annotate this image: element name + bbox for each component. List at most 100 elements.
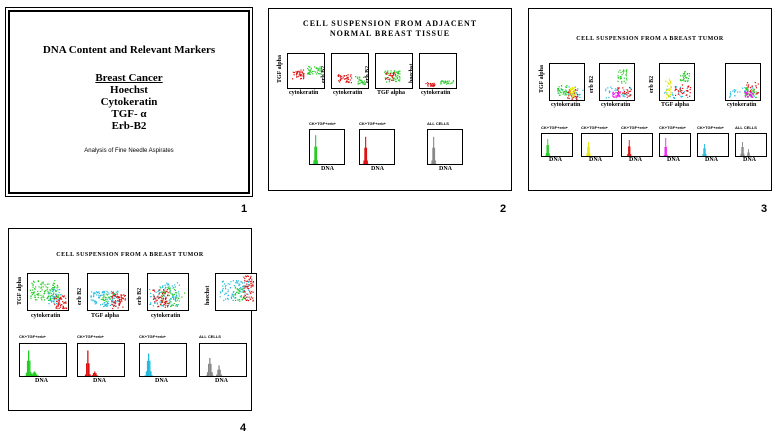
- slide-2-scatter-2-point: [363, 83, 365, 86]
- slide-2-scatter-3-point: [388, 81, 391, 83]
- slide-4-scatter-4-point: [235, 280, 238, 282]
- slide-3-scatter-2-point: [620, 76, 622, 78]
- slide-4-scatter-1-point: [50, 293, 53, 295]
- slide-3-scatter-3-point: [670, 80, 672, 82]
- slide-4-scatter-1-point: [53, 288, 55, 290]
- slide-3-scatter-2-point: [623, 94, 625, 96]
- slide-2-scatter-3-point: [386, 72, 388, 74]
- slide-4-scatter-2-point: [111, 304, 113, 306]
- slide-3-scatter-3-point: [689, 87, 692, 89]
- slide-2-scatter-3-point: [395, 78, 397, 80]
- slide-3-scatter-4-point: [744, 90, 746, 93]
- slide-4-scatter-4-point: [242, 282, 244, 284]
- slide-3-scatter-xlabel-3: TGF alpha: [661, 102, 689, 108]
- slide-4-scatter-1-point: [54, 286, 56, 288]
- slide-3-scatter-2-point: [612, 93, 614, 95]
- slide-3-scatter-1-point: [568, 91, 570, 93]
- slide-4-scatter-2-point: [104, 299, 106, 301]
- slide-2-scatter-1-point: [307, 73, 309, 75]
- slide-2-scatter-3-point: [385, 73, 387, 75]
- slide-4-scatter-4-point: [242, 286, 245, 288]
- slide-3-scatter-3-point: [674, 88, 677, 90]
- slide-4-scatter-4-point: [243, 276, 245, 278]
- slide-2-scatter-1-point: [309, 73, 311, 75]
- slide-4-scatter-1-point: [30, 297, 32, 299]
- slide-4-scatter-4-point: [224, 293, 226, 296]
- slide-3-scatter-1-point: [568, 92, 570, 94]
- slide-4-scatter-2-point: [120, 298, 122, 300]
- slide-2-scatter-3-point: [394, 70, 396, 72]
- slide-4-scatter-3-point: [152, 289, 154, 291]
- slide-2-scatter-2-point: [338, 80, 340, 82]
- slide-2-scatter-3-point: [397, 77, 399, 79]
- slide-2-scatter-4-point: [451, 82, 453, 84]
- slide-4-scatter-1-point: [32, 292, 34, 294]
- slide-4-scatter-4-point: [246, 299, 248, 302]
- slide-4-scatter-3-point: [167, 283, 170, 286]
- slide-4-scatter-3-point: [172, 296, 175, 298]
- slide-4-scatter-1-point: [31, 289, 34, 291]
- slide-4-scatter-2-point: [113, 305, 115, 307]
- slide-2-scatter-3-point: [388, 72, 390, 74]
- slide-4-scatter-2-point: [107, 302, 109, 304]
- slide-3-scatter-1-point: [571, 92, 573, 94]
- slide-2-scatter-4-point: [433, 85, 435, 87]
- slide-3-scatter-2-point: [621, 80, 623, 83]
- slide-2-scatter-1-point: [302, 75, 304, 77]
- slide-4-scatter-1-point: [47, 290, 49, 292]
- slide-2-scatter-3-point: [399, 70, 401, 72]
- slide-4-histogram-4-bar: [208, 363, 210, 376]
- slide-2-scatter-3-point: [384, 70, 387, 72]
- slide-4-scatter-4-point: [227, 289, 229, 291]
- slide-3-scatter-3-point: [680, 90, 682, 92]
- slide-4-scatter-2-point: [98, 294, 100, 296]
- slide-4-scatter-4-point: [250, 284, 252, 286]
- slide-3-scatter-4-point: [747, 85, 749, 88]
- slide-2-scatter-1-point: [307, 72, 309, 74]
- slide-3-scatter-3-point: [683, 75, 685, 77]
- slide-4-scatter-1-point: [63, 295, 65, 297]
- slide-4-scatter-4-point: [244, 285, 246, 287]
- slide-3-scatter-1-point: [573, 88, 575, 90]
- slide-3-scatter-4-point: [749, 93, 751, 96]
- slide-3-scatter-2-point: [613, 96, 615, 98]
- slide-4-histogram-2-bar: [95, 373, 97, 376]
- slide-3-scatter-1-point: [573, 95, 575, 97]
- slide-4-scatter-3-point: [161, 291, 163, 293]
- slide-thumbnail-4[interactable]: CELL SUSPENSION FROM A BREAST TUMOR cyto…: [8, 228, 257, 411]
- slide-4-scatter-ylabel-1: TGF alpha: [17, 277, 23, 305]
- slide-4-scatter-3-point: [158, 297, 160, 300]
- slide-4-scatter-3-point: [174, 284, 176, 286]
- slide-thumbnail-1[interactable]: DNA Content and Relevant Markers Breast …: [5, 7, 253, 197]
- slide-4-scatter-3-point: [164, 292, 167, 294]
- slide-2-scatter-1-point: [311, 71, 314, 73]
- slide-4-scatter-1-point: [33, 291, 35, 293]
- slide-4-scatter-2-point: [114, 295, 117, 297]
- slide-2-histogram-3: [427, 129, 463, 165]
- slide-2-scatter-2-point: [358, 76, 360, 78]
- slide-4-scatter-3-point: [170, 305, 172, 307]
- slide-4-scatter-3-point: [159, 303, 162, 305]
- slide-4-scatter-3-point: [165, 302, 167, 304]
- slide-4-scatter-4-point: [244, 287, 246, 289]
- slide-4-scatter-3-point: [160, 299, 162, 302]
- slide-3-scatter-1-point: [574, 93, 576, 95]
- slide-4-scatter-2-point: [111, 296, 113, 298]
- slide-4-scatter-3-point: [153, 297, 155, 299]
- slide-4-scatter-3-point: [166, 284, 168, 286]
- slide-3-scatter-3-point: [668, 83, 670, 85]
- slide-3-scatter-1-point: [562, 93, 564, 95]
- slide-4-histogram-1-bar: [32, 372, 34, 376]
- slide-4-scatter-3-point: [166, 300, 168, 302]
- slide-thumbnail-3[interactable]: CELL SUSPENSION FROM A BREAST TUMOR cyto…: [528, 8, 772, 191]
- slide-4-scatter-2-point: [99, 295, 101, 297]
- slide-2-scatter-2-point: [363, 80, 365, 82]
- slide-thumbnail-2[interactable]: CELL SUSPENSION FROM ADJACENT NORMAL BRE…: [268, 8, 512, 191]
- slide-3-scatter-3-point: [684, 74, 687, 76]
- slide-4-scatter-4-point: [222, 285, 224, 287]
- slide-3-scatter-1-point: [561, 89, 563, 91]
- slide-3-scatter-1-point: [571, 93, 573, 95]
- slide-4-scatter-3-point: [171, 304, 173, 306]
- slide-4-histogram-2-bar: [92, 373, 95, 376]
- slide-4-scatter-2-point: [113, 297, 115, 299]
